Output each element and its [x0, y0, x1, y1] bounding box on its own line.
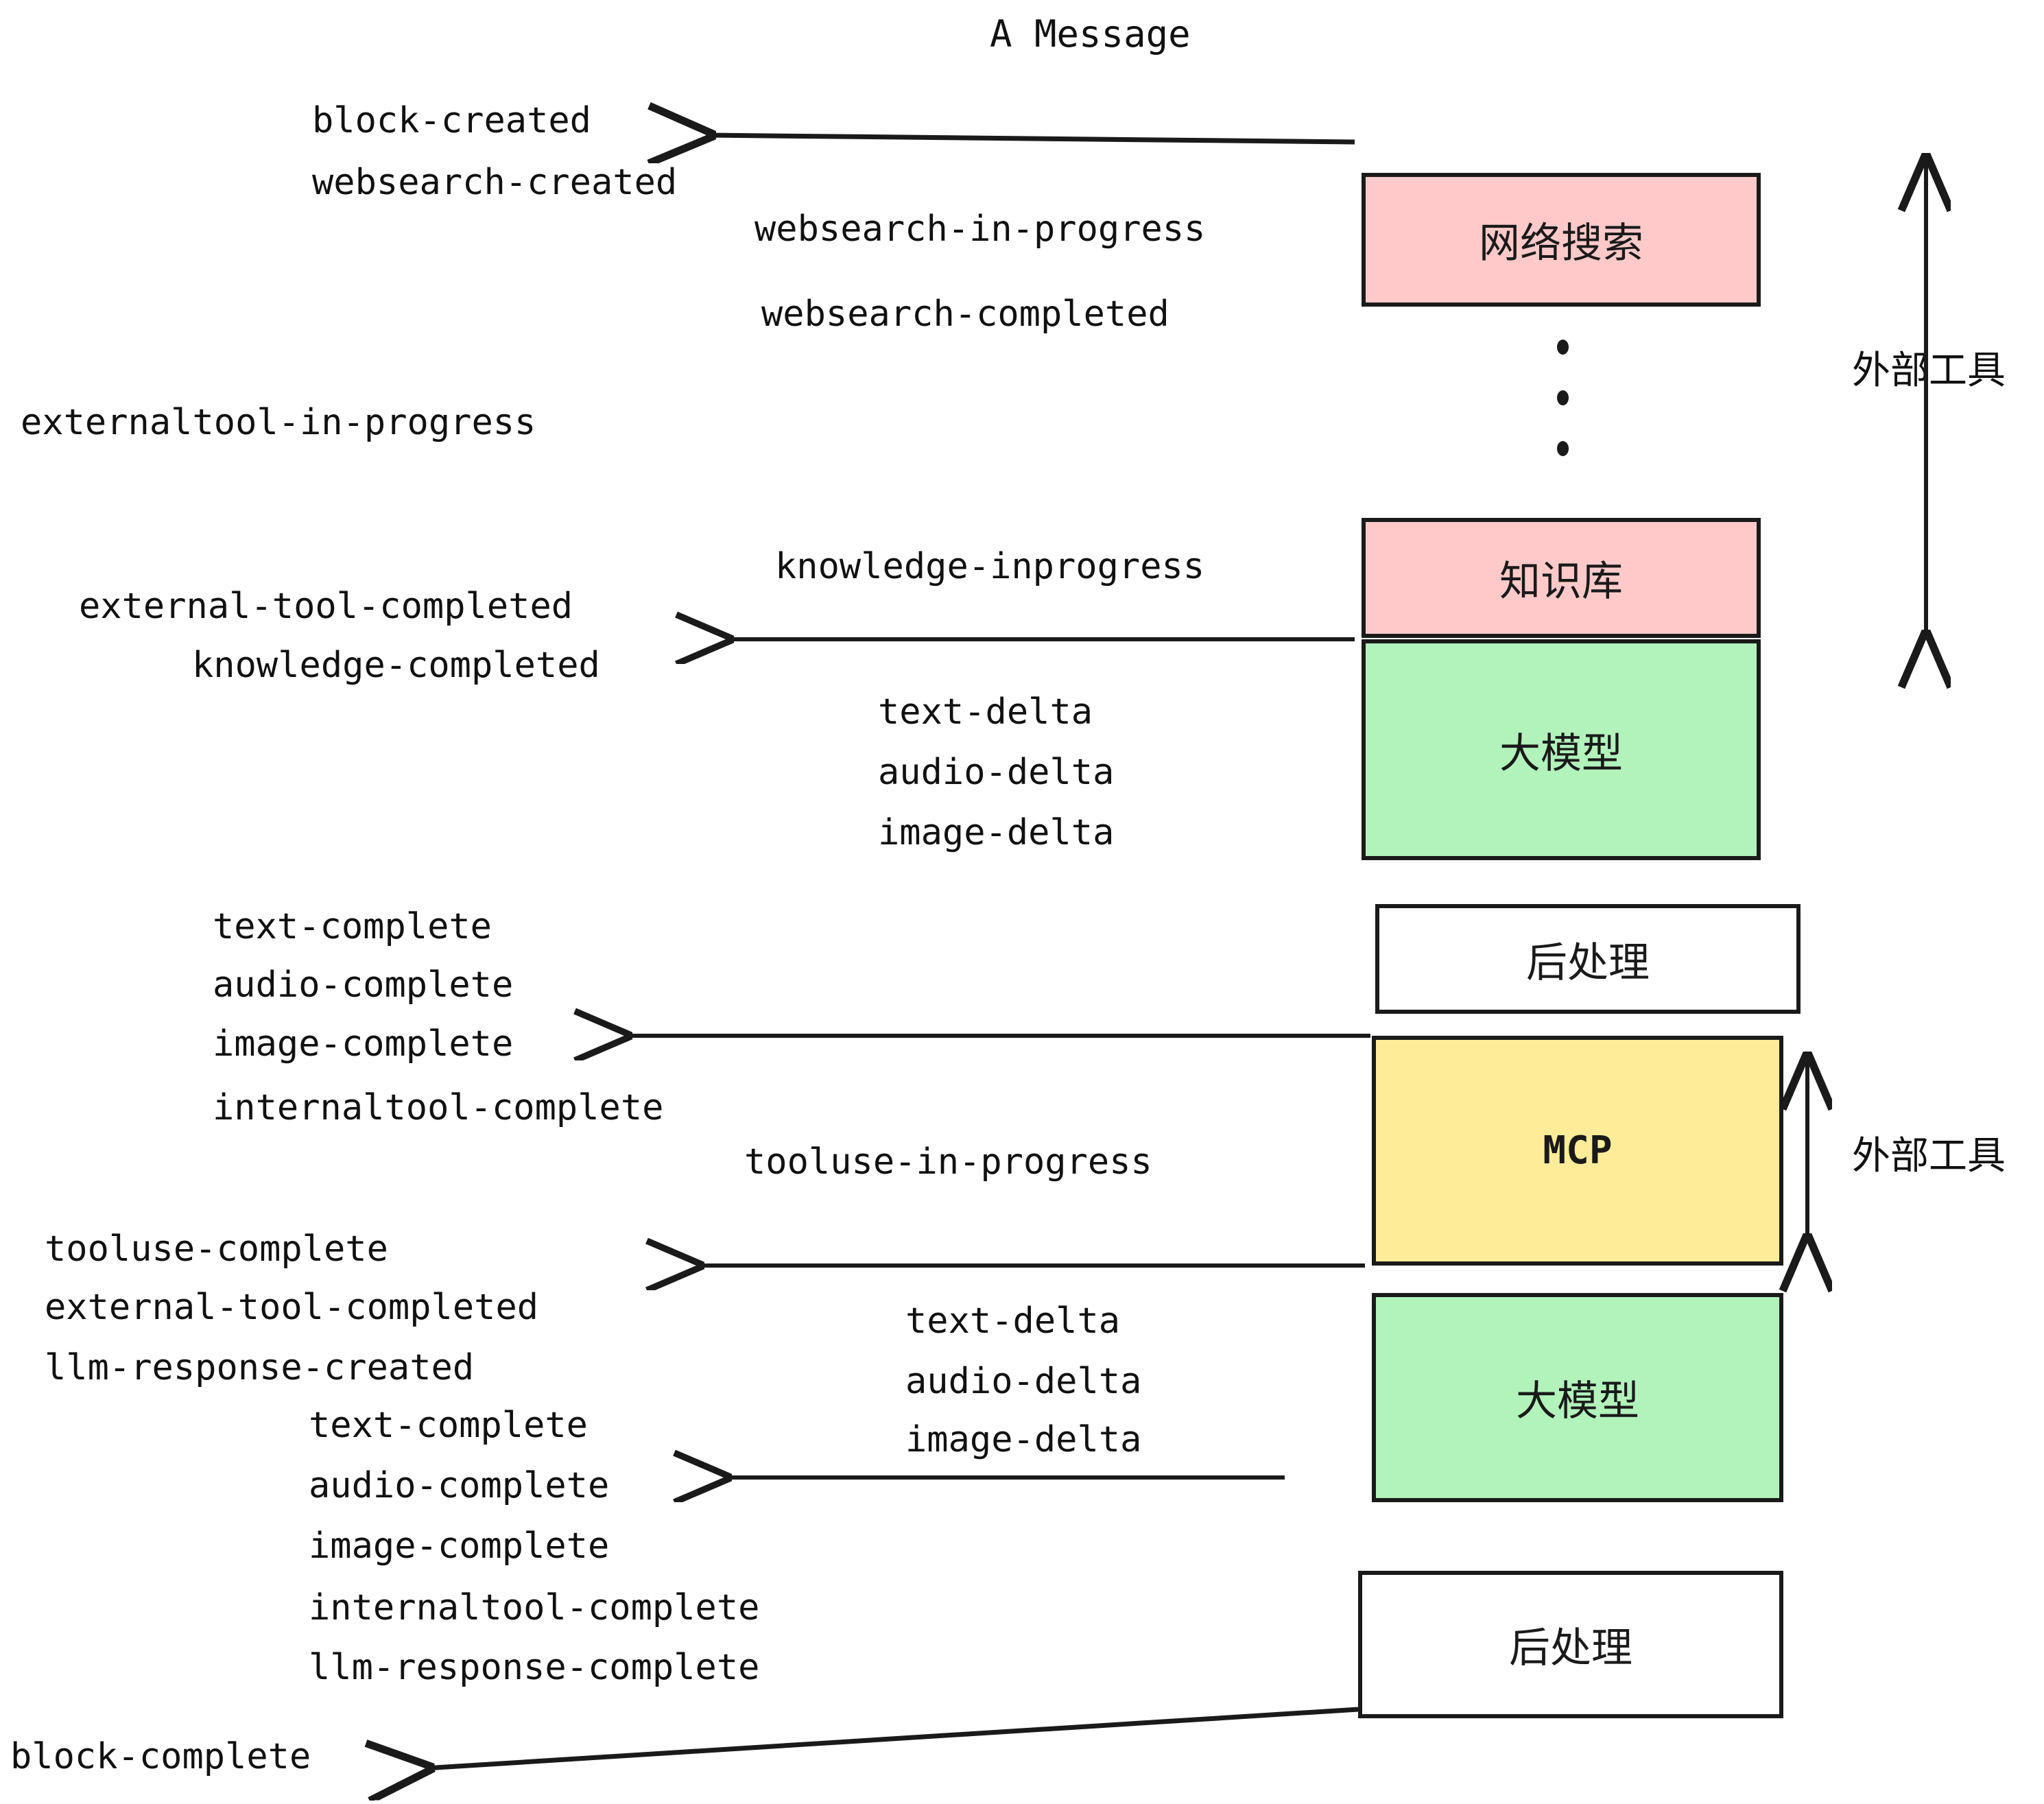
- event-label: block-complete: [10, 1736, 311, 1777]
- event-label: text-delta: [905, 1301, 1121, 1342]
- arrow-block-complete: [425, 1707, 1359, 1768]
- external-tools-label-bottom: 外部工具: [1852, 1134, 2006, 1177]
- event-label: tooluse-complete: [45, 1229, 388, 1270]
- event-label: audio-complete: [309, 1465, 610, 1506]
- ellipsis-dot: [1556, 340, 1569, 355]
- event-label: websearch-in-progress: [754, 209, 1206, 250]
- event-label: audio-delta: [878, 752, 1115, 793]
- event-label: text-complete: [213, 906, 492, 947]
- event-label: tooluse-in-progress: [744, 1141, 1152, 1183]
- node-mcp[interactable]: MCP: [1372, 1036, 1783, 1266]
- node-label: 大模型: [1516, 1378, 1639, 1424]
- node-websearch[interactable]: 网络搜索: [1362, 173, 1761, 307]
- node-label: 网络搜索: [1479, 220, 1643, 266]
- event-label: llm-response-complete: [309, 1647, 760, 1688]
- node-llm-first[interactable]: 大模型: [1362, 639, 1761, 860]
- vertical-ellipsis-icon: [1556, 340, 1569, 456]
- event-label: websearch-completed: [761, 294, 1169, 335]
- event-label: externaltool-in-progress: [21, 402, 536, 443]
- node-label: 后处理: [1509, 1625, 1632, 1671]
- event-label: text-complete: [309, 1405, 588, 1446]
- event-label: image-delta: [905, 1419, 1142, 1460]
- arrow-block-created: [706, 135, 1355, 142]
- event-label: image-complete: [213, 1023, 514, 1065]
- node-llm-second[interactable]: 大模型: [1372, 1293, 1783, 1502]
- event-label: external-tool-completed: [45, 1287, 539, 1328]
- event-label: image-delta: [878, 812, 1115, 853]
- event-label: llm-response-created: [45, 1347, 475, 1388]
- event-label: knowledge-completed: [192, 645, 600, 686]
- node-label: 知识库: [1499, 558, 1623, 604]
- node-label: 后处理: [1526, 939, 1650, 986]
- page-title: A Message: [990, 12, 1191, 56]
- ellipsis-dot: [1556, 390, 1569, 405]
- node-knowledge[interactable]: 知识库: [1362, 518, 1761, 638]
- node-label: MCP: [1543, 1128, 1613, 1173]
- event-label: image-complete: [309, 1526, 610, 1567]
- event-label: external-tool-completed: [79, 586, 573, 627]
- event-label: text-delta: [878, 691, 1093, 733]
- event-label: websearch-created: [312, 162, 678, 203]
- node-label: 大模型: [1499, 730, 1623, 776]
- ellipsis-dot: [1556, 441, 1569, 456]
- event-label: knowledge-inprogress: [775, 546, 1205, 587]
- event-label: block-created: [312, 100, 591, 141]
- event-label: internaltool-complete: [213, 1087, 664, 1128]
- node-postprocess-first[interactable]: 后处理: [1375, 904, 1801, 1014]
- node-postprocess-second[interactable]: 后处理: [1358, 1571, 1783, 1718]
- external-tools-label-top: 外部工具: [1852, 348, 2006, 392]
- event-label: audio-complete: [213, 964, 514, 1006]
- event-label: audio-delta: [905, 1361, 1142, 1402]
- event-label: internaltool-complete: [309, 1587, 760, 1628]
